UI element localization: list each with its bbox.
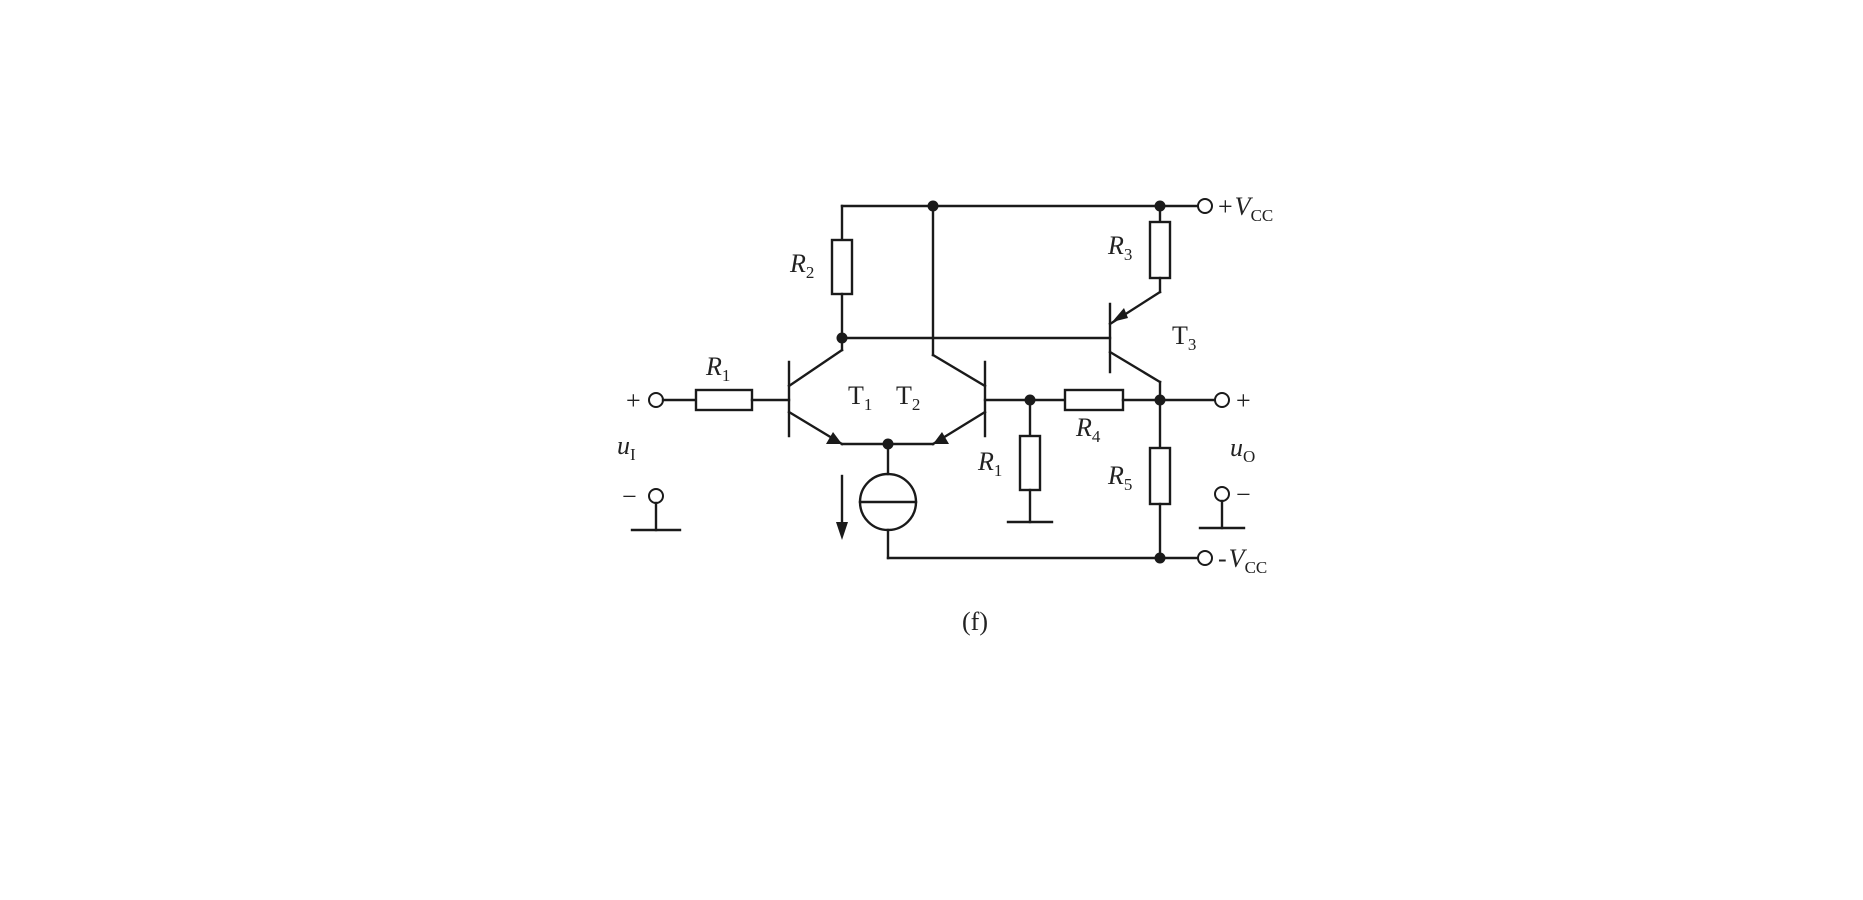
- r1-ground-label: R1: [977, 447, 1002, 480]
- t1-emitter-arrow: [826, 432, 842, 444]
- r3-label: R3: [1107, 231, 1132, 264]
- t3-emitter-arrow: [1112, 308, 1128, 322]
- resistor-r1-input: [694, 388, 754, 412]
- top-rail: [840, 198, 1213, 357]
- resistor-r3: [1148, 204, 1172, 294]
- output-minus-terminal: [1214, 486, 1230, 502]
- resistor-r1-ground: [1018, 434, 1042, 492]
- r1-input-label: R1: [705, 352, 730, 385]
- output-terminals: [1198, 392, 1246, 530]
- input-network: [630, 388, 791, 532]
- uo-label: uO: [1230, 433, 1255, 466]
- resistor-r2: [830, 238, 854, 340]
- t2-emitter-arrow: [933, 432, 949, 444]
- output-minus-label: −: [1236, 480, 1251, 509]
- output-plus-terminal: [1214, 392, 1230, 408]
- vcc-neg-label: -VCC: [1218, 544, 1267, 577]
- vcc-neg-terminal: [1197, 550, 1213, 566]
- t2-label: T2: [896, 381, 920, 414]
- t3-label: T3: [1172, 321, 1196, 354]
- input-minus-label: −: [622, 482, 637, 511]
- feedback-network: [983, 388, 1224, 524]
- r4-label: R4: [1075, 413, 1101, 446]
- r2-label: R2: [789, 249, 814, 282]
- t1-label: T1: [848, 381, 872, 414]
- r2-to-t3-base-wire: [836, 332, 1112, 344]
- input-minus-terminal: [648, 488, 664, 504]
- figure-caption: (f): [962, 607, 988, 636]
- current-source: [836, 438, 935, 560]
- bottom-rail: [886, 550, 1213, 566]
- current-direction-arrow: [836, 522, 848, 540]
- resistor-r5: [1148, 398, 1172, 560]
- transistor-t3: [1108, 290, 1162, 402]
- output-plus-label: +: [1236, 386, 1251, 415]
- node-top-mid: [927, 200, 939, 212]
- input-plus-terminal: [648, 392, 664, 408]
- r5-label: R5: [1107, 461, 1132, 494]
- resistor-r4: [1063, 388, 1125, 412]
- ui-label: uI: [617, 431, 636, 464]
- vcc-pos-terminal: [1197, 198, 1213, 214]
- transistor-t2: [931, 353, 987, 446]
- input-plus-label: +: [626, 386, 641, 415]
- vcc-pos-label: +VCC: [1218, 192, 1273, 225]
- transistor-t1: [787, 336, 844, 446]
